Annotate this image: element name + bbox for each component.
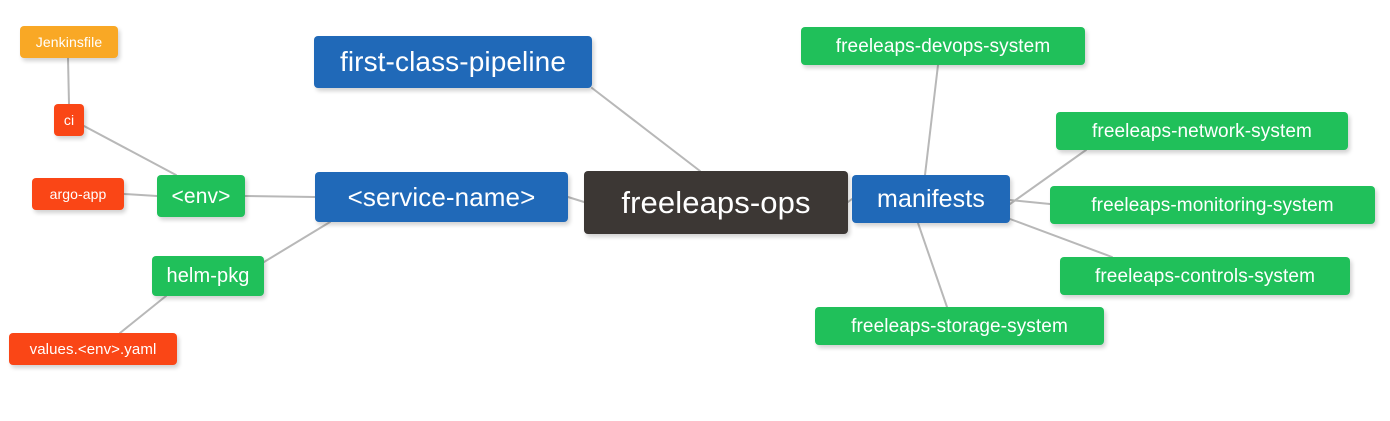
node-first-class-pipeline[interactable]: first-class-pipeline (314, 36, 592, 88)
edge-service-name-helm-pkg (263, 221, 331, 263)
node-manifests[interactable]: manifests (852, 175, 1010, 223)
node-label-freeleaps-controls-system: freeleaps-controls-system (1094, 265, 1316, 287)
node-freeleaps-storage-system[interactable]: freeleaps-storage-system (815, 307, 1104, 345)
node-label-env: <env> (171, 184, 231, 208)
node-label-freeleaps-network-system: freeleaps-network-system (1092, 120, 1312, 142)
node-freeleaps-devops-system[interactable]: freeleaps-devops-system (801, 27, 1085, 65)
node-argo-app[interactable]: argo-app (32, 178, 124, 210)
edge-env-ci (83, 125, 177, 176)
node-label-jenkinsfile: Jenkinsfile (35, 34, 103, 50)
node-helm-pkg[interactable]: helm-pkg (152, 256, 264, 296)
node-label-freeleaps-storage-system: freeleaps-storage-system (851, 315, 1068, 337)
node-label-freeleaps-devops-system: freeleaps-devops-system (835, 35, 1051, 57)
node-freeleaps-controls-system[interactable]: freeleaps-controls-system (1060, 257, 1350, 295)
node-service-name[interactable]: <service-name> (315, 172, 568, 222)
edge-service-name-env (244, 195, 316, 198)
node-ci[interactable]: ci (54, 104, 84, 136)
node-label-argo-app: argo-app (49, 186, 107, 202)
edge-ops-first-class-pipeline (591, 87, 701, 172)
node-env[interactable]: <env> (157, 175, 245, 217)
edge-ci-jenkinsfile (67, 57, 70, 105)
node-label-freeleaps-ops: freeleaps-ops (621, 185, 811, 220)
node-freeleaps-monitoring-system[interactable]: freeleaps-monitoring-system (1050, 186, 1375, 224)
edge-env-argo-app (123, 193, 158, 197)
node-label-service-name: <service-name> (347, 182, 536, 212)
edge-manifests-monitoring (1009, 199, 1051, 205)
node-freeleaps-ops[interactable]: freeleaps-ops (584, 171, 848, 234)
node-values-yaml[interactable]: values.<env>.yaml (9, 333, 177, 365)
edge-manifests-controls (1009, 218, 1113, 258)
node-jenkinsfile[interactable]: Jenkinsfile (20, 26, 118, 58)
edge-manifests-devops (924, 64, 939, 176)
node-label-values-yaml: values.<env>.yaml (29, 340, 157, 358)
edge-helm-pkg-values-yaml (119, 295, 167, 334)
node-label-helm-pkg: helm-pkg (166, 265, 250, 287)
node-label-ci: ci (63, 112, 75, 128)
node-label-manifests: manifests (877, 184, 985, 213)
node-label-freeleaps-monitoring-system: freeleaps-monitoring-system (1091, 194, 1334, 216)
edge-manifests-storage (917, 222, 948, 308)
node-label-first-class-pipeline: first-class-pipeline (339, 46, 567, 77)
node-freeleaps-network-system[interactable]: freeleaps-network-system (1056, 112, 1348, 150)
edge-ops-service-name (567, 196, 585, 203)
